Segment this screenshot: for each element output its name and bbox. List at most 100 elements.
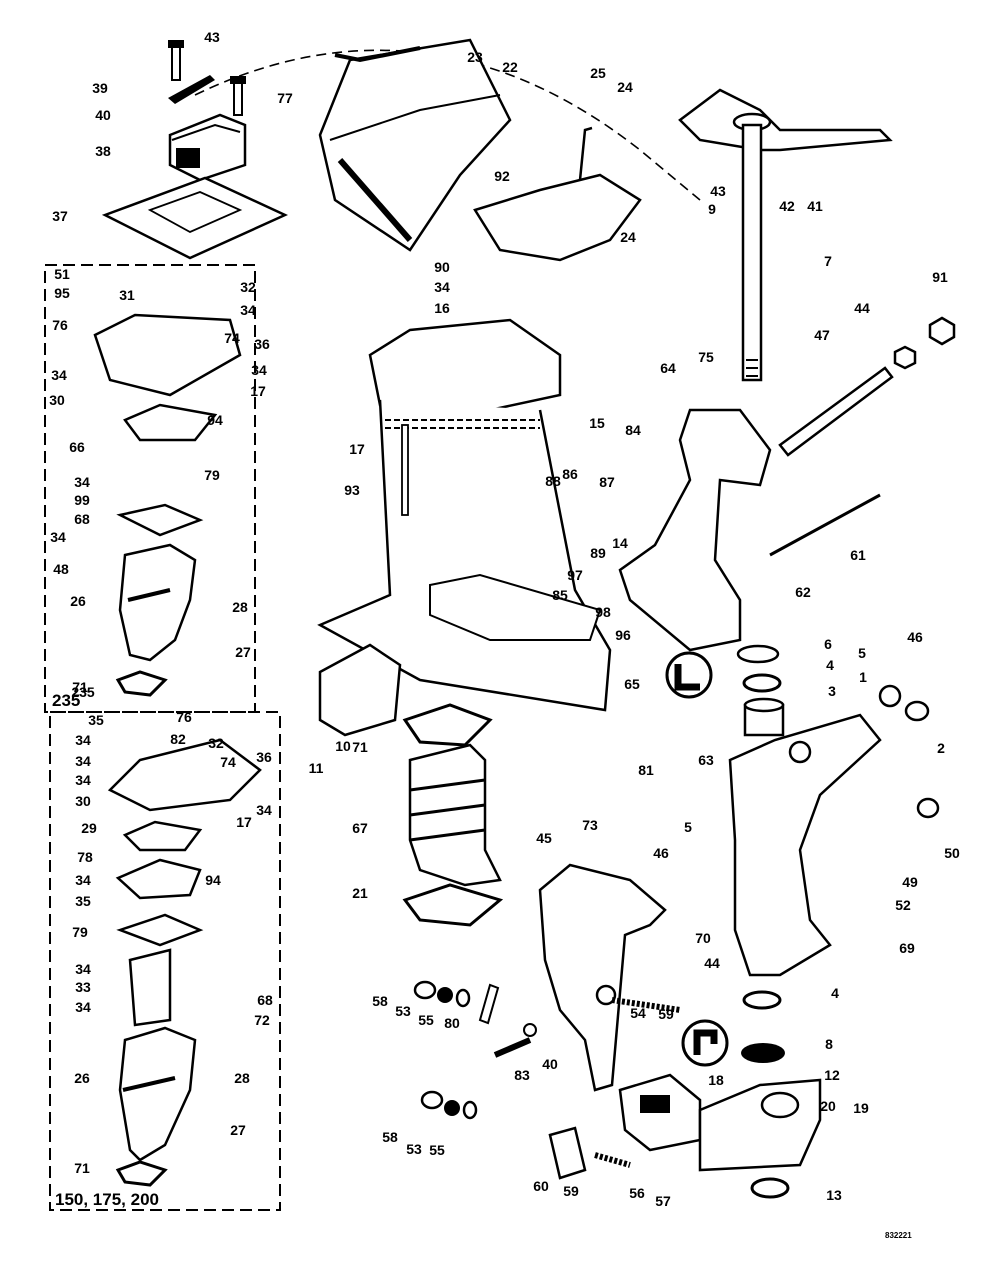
model-label-150-175-200: 150, 175, 200 <box>55 1190 159 1209</box>
washer-part <box>904 700 930 722</box>
callout-number: 28 <box>232 599 248 615</box>
washer-part <box>523 1023 537 1037</box>
callout-number: 48 <box>53 561 69 577</box>
callout-number: 71 <box>74 1160 90 1176</box>
callout-number: 8 <box>825 1036 833 1052</box>
bushing-part <box>742 673 782 693</box>
bolt-part <box>493 1037 532 1058</box>
callout-number: 35 <box>75 893 91 909</box>
callout-number: 44 <box>704 955 720 971</box>
callout-number: 61 <box>850 547 866 563</box>
driveshaft-housing-part <box>317 318 612 712</box>
callout-number: 14 <box>612 535 628 551</box>
callout-number: 90 <box>434 259 450 275</box>
reed-block-part <box>115 858 202 900</box>
callout-number: 30 <box>49 392 65 408</box>
seal-part <box>402 883 504 927</box>
right-side-symbol-icon <box>681 1019 729 1067</box>
callout-number: 50 <box>944 845 960 861</box>
callout-number: 63 <box>698 752 714 768</box>
callout-number: 73 <box>582 817 598 833</box>
callout-number: 69 <box>899 940 915 956</box>
callout-number: 56 <box>629 1185 645 1201</box>
seal-part <box>115 670 168 697</box>
bushing-part <box>743 697 785 737</box>
swivel-bracket-part <box>618 408 772 652</box>
callout-number: 34 <box>434 279 450 295</box>
callout-number: 83 <box>514 1067 530 1083</box>
nut-part <box>928 316 956 346</box>
callout-number: 77 <box>277 90 293 106</box>
callout-number: 20 <box>820 1098 836 1114</box>
seal-part <box>402 703 493 747</box>
callout-number: 71 <box>352 739 368 755</box>
callout-number: 6 <box>824 636 832 652</box>
callout-number: 24 <box>620 229 636 245</box>
callout-number: 62 <box>795 584 811 600</box>
callout-number: 27 <box>230 1122 246 1138</box>
thrust-pad-part <box>618 1073 702 1152</box>
callout-number: 55 <box>429 1142 445 1158</box>
callout-number: 31 <box>119 287 135 303</box>
callout-number: 18 <box>708 1072 724 1088</box>
steering-arm-part <box>678 88 893 382</box>
mount-block-part <box>168 113 247 182</box>
callout-number: 25 <box>590 65 606 81</box>
callout-number: 15 <box>589 415 605 431</box>
callout-number: 2 <box>937 740 945 756</box>
callout-number: 11 <box>309 760 324 776</box>
strap-part <box>168 75 215 104</box>
callout-number: 40 <box>95 107 111 123</box>
callout-number: 42 <box>779 198 795 214</box>
callout-number: 7 <box>824 253 832 269</box>
side-cover-part <box>473 126 642 262</box>
cover-plate-part <box>318 643 402 737</box>
callout-number: 5 <box>684 819 692 835</box>
callout-number: 76 <box>176 709 192 725</box>
callout-number: 23 <box>467 49 483 65</box>
callout-number: 26 <box>70 593 86 609</box>
callout-number: 49 <box>902 874 918 890</box>
callout-number: 88 <box>545 473 561 489</box>
exhaust-housing-part <box>408 743 502 887</box>
callout-number: 59 <box>658 1006 674 1022</box>
nut-part <box>437 987 453 1003</box>
callout-number: 67 <box>352 820 368 836</box>
bushing-part <box>742 990 782 1010</box>
callout-number: 60 <box>533 1178 549 1194</box>
bolt-part <box>594 1152 631 1168</box>
callout-number: 30 <box>75 793 91 809</box>
callout-number: 33 <box>75 979 91 995</box>
callout-number: 75 <box>698 349 714 365</box>
callout-number: 59 <box>563 1183 579 1199</box>
callout-number: 27 <box>235 644 251 660</box>
rod-part <box>769 493 881 557</box>
callout-number: 34 <box>50 529 66 545</box>
clamp-bracket-part <box>728 713 882 977</box>
callout-number: 34 <box>75 999 91 1015</box>
callout-number: 34 <box>74 474 90 490</box>
callout-number: 12 <box>824 1067 840 1083</box>
callout-number: 1 <box>859 669 867 685</box>
callout-number: 79 <box>72 924 88 940</box>
bolt-part <box>230 76 246 116</box>
drawing-number: 832221 <box>885 1231 912 1240</box>
callout-number: 87 <box>599 474 615 490</box>
callout-number: 19 <box>853 1100 869 1116</box>
callout-number: 53 <box>406 1141 422 1157</box>
bolt-part <box>611 997 681 1013</box>
callout-number: 84 <box>625 422 641 438</box>
callout-number: 32 <box>208 735 224 751</box>
exhaust-tube-part <box>118 543 197 662</box>
callout-number: 93 <box>344 482 360 498</box>
callout-number: 74 <box>220 754 236 770</box>
callout-number: 34 <box>240 302 256 318</box>
bolt-part <box>168 40 184 81</box>
callout-number: 81 <box>638 762 654 778</box>
callout-number: 44 <box>854 300 870 316</box>
callout-number: 55 <box>418 1012 434 1028</box>
callout-number: 65 <box>624 676 640 692</box>
model-label-235: 235 <box>52 691 80 710</box>
spacer-part <box>420 1090 444 1110</box>
callout-number: 86 <box>562 466 578 482</box>
